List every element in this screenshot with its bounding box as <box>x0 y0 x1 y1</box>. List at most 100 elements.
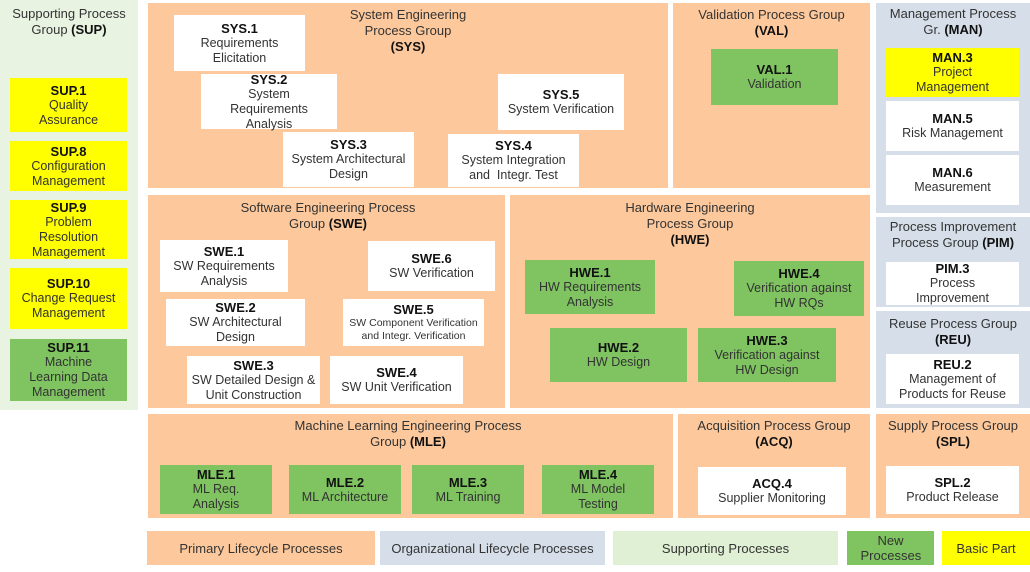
group-reu: Reuse Process Group(REU) REU.2 Managemen… <box>876 311 1030 408</box>
process-name: Configuration Management <box>31 158 106 188</box>
group-abbr: (ACQ) <box>755 434 793 449</box>
group-pim-title: Process Improvement Process Group (PIM) <box>876 219 1030 251</box>
process-spl-2[interactable]: SPL.2 Product Release <box>886 466 1019 514</box>
group-hwe: Hardware Engineering Process Group(HWE) … <box>510 195 870 408</box>
group-title-text: Validation Process Group <box>698 7 845 22</box>
group-val-title: Validation Process Group(VAL) <box>673 7 870 39</box>
process-name: System Requirements Analysis <box>230 86 308 131</box>
process-swe-2[interactable]: SWE.2 SW Architectural Design <box>166 299 305 346</box>
group-title-text: Machine Learning Engineering Process Gro… <box>294 418 522 449</box>
legend-organizational-lifecycle: Organizational Lifecycle Processes <box>380 531 605 565</box>
process-name: SW Architectural Design <box>189 315 282 344</box>
group-abbr: (SPL) <box>936 434 970 449</box>
process-hwe-1[interactable]: HWE.1 HW Requirements Analysis <box>525 260 655 314</box>
process-val-1[interactable]: VAL.1 Validation <box>711 49 838 105</box>
process-reu-2[interactable]: REU.2 Management of Products for Reuse <box>886 354 1019 404</box>
process-pim-3[interactable]: PIM.3 Process Improvement <box>886 261 1019 305</box>
process-man-5[interactable]: MAN.5 Risk Management <box>886 101 1019 151</box>
process-swe-3[interactable]: SWE.3 SW Detailed Design & Unit Construc… <box>187 356 320 404</box>
process-name: Problem Resolution Management <box>32 214 105 259</box>
process-id: SWE.2 <box>215 300 256 315</box>
process-name: Product Release <box>906 490 999 504</box>
process-name: ML Req. Analysis <box>192 482 240 511</box>
group-spl: Supply Process Group(SPL) SPL.2 Product … <box>876 414 1030 518</box>
process-sup-8[interactable]: SUP.8 Configuration Management <box>10 141 127 191</box>
process-swe-4[interactable]: SWE.4 SW Unit Verification <box>330 356 463 404</box>
group-val: Validation Process Group(VAL) VAL.1 Vali… <box>673 3 870 188</box>
process-mle-4[interactable]: MLE.4 ML Model Testing <box>542 465 654 514</box>
group-title-text: Process Improvement Process Group <box>889 219 1017 250</box>
process-swe-5[interactable]: SWE.5 SW Component Verification and Inte… <box>343 299 484 346</box>
process-swe-6[interactable]: SWE.6 SW Verification <box>368 241 495 291</box>
process-hwe-2[interactable]: HWE.2 HW Design <box>550 328 687 382</box>
process-mle-3[interactable]: MLE.3 ML Training <box>412 465 524 514</box>
group-title-text: Supporting Process Group <box>12 6 126 37</box>
group-man-title: Management Process Gr. (MAN) <box>876 6 1030 38</box>
legend-supporting: Supporting Processes <box>613 531 838 565</box>
process-name: SW Requirements Analysis <box>173 258 275 288</box>
process-id: VAL.1 <box>756 62 793 77</box>
process-id: HWE.2 <box>597 340 640 355</box>
process-sys-4[interactable]: SYS.4 System Integration and Integr. Tes… <box>448 134 579 187</box>
process-hwe-3[interactable]: HWE.3 Verification against HW Design <box>698 328 836 382</box>
process-name: SW Unit Verification <box>341 380 452 394</box>
process-id: SUP.11 <box>47 340 90 355</box>
group-sup: Supporting Process Group (SUP) SUP.1 Qua… <box>0 0 138 410</box>
process-name: System Architectural Design <box>291 152 406 181</box>
process-name: Validation <box>747 77 802 91</box>
process-name: HW Requirements Analysis <box>538 279 642 309</box>
process-id: SYS.2 <box>250 71 288 87</box>
process-man-6[interactable]: MAN.6 Measurement <box>886 155 1019 205</box>
process-sup-1[interactable]: SUP.1 Quality Assurance <box>10 78 127 132</box>
process-name: Project Management <box>916 65 989 94</box>
process-name: ML Architecture <box>301 489 389 504</box>
process-id: PIM.3 <box>935 261 970 276</box>
group-mle-title: Machine Learning Engineering Process Gro… <box>288 418 528 450</box>
process-mle-1[interactable]: MLE.1 ML Req. Analysis <box>160 465 272 514</box>
group-man: Management Process Gr. (MAN) MAN.3 Proje… <box>876 3 1030 213</box>
process-sup-10[interactable]: SUP.10 Change Request Management <box>10 268 127 329</box>
legend-label: Basic Part <box>956 540 1016 556</box>
process-sys-5[interactable]: SYS.5 System Verification <box>498 74 624 130</box>
process-id: MLE.1 <box>196 467 236 482</box>
process-id: SWE.5 <box>393 302 434 317</box>
legend-label: Supporting Processes <box>661 540 790 556</box>
legend-label: New Processes <box>860 533 922 563</box>
process-acq-4[interactable]: ACQ.4 Supplier Monitoring <box>698 467 846 515</box>
group-spl-title: Supply Process Group(SPL) <box>876 418 1030 450</box>
process-hwe-4[interactable]: HWE.4 Verification against HW RQs <box>734 261 864 316</box>
group-abbr: (SWE) <box>328 216 368 231</box>
process-name: Machine Learning Data Management <box>29 355 108 399</box>
process-name: System Verification <box>507 102 615 116</box>
process-sup-9[interactable]: SUP.9 Problem Resolution Management <box>10 200 127 259</box>
group-title-text: Supply Process Group <box>887 418 1019 433</box>
legend-new-processes: New Processes <box>847 531 934 565</box>
process-mle-2[interactable]: MLE.2 ML Architecture <box>289 465 401 514</box>
group-abbr: (SYS) <box>390 39 426 54</box>
process-id: SUP.1 <box>50 82 87 98</box>
process-swe-1[interactable]: SWE.1 SW Requirements Analysis <box>160 240 288 292</box>
group-abbr: (PIM) <box>982 235 1015 250</box>
process-id: SWE.4 <box>376 365 417 380</box>
process-man-3[interactable]: MAN.3 Project Management <box>886 48 1019 97</box>
process-name: SW Detailed Design & Unit Construction <box>191 372 316 402</box>
process-sup-11[interactable]: SUP.11 Machine Learning Data Management <box>10 339 127 401</box>
process-sys-3[interactable]: SYS.3 System Architectural Design <box>283 132 414 187</box>
process-id: SYS.1 <box>221 20 258 36</box>
process-sys-1[interactable]: SYS.1 Requirements Elicitation <box>174 15 305 71</box>
process-id: SUP.9 <box>50 199 87 215</box>
process-sys-2[interactable]: SYS.2 System Requirements Analysis <box>201 71 337 131</box>
group-mle: Machine Learning Engineering Process Gro… <box>148 414 673 518</box>
group-pim: Process Improvement Process Group (PIM) … <box>876 217 1030 307</box>
group-title-text: Reuse Process Group <box>889 316 1017 331</box>
process-id: MLE.3 <box>448 474 488 490</box>
process-id: SPL.2 <box>934 475 971 490</box>
group-swe: Software Engineering Process Group (SWE)… <box>148 195 505 408</box>
process-name: Verification against HW Design <box>714 347 820 377</box>
group-abbr: (SUP) <box>71 22 107 37</box>
process-id: MLE.4 <box>578 467 618 482</box>
process-id: HWE.1 <box>569 264 611 280</box>
group-sup-title: Supporting Process Group (SUP) <box>0 6 138 38</box>
process-name: Supplier Monitoring <box>718 491 826 505</box>
process-name: HW Design <box>586 355 651 369</box>
